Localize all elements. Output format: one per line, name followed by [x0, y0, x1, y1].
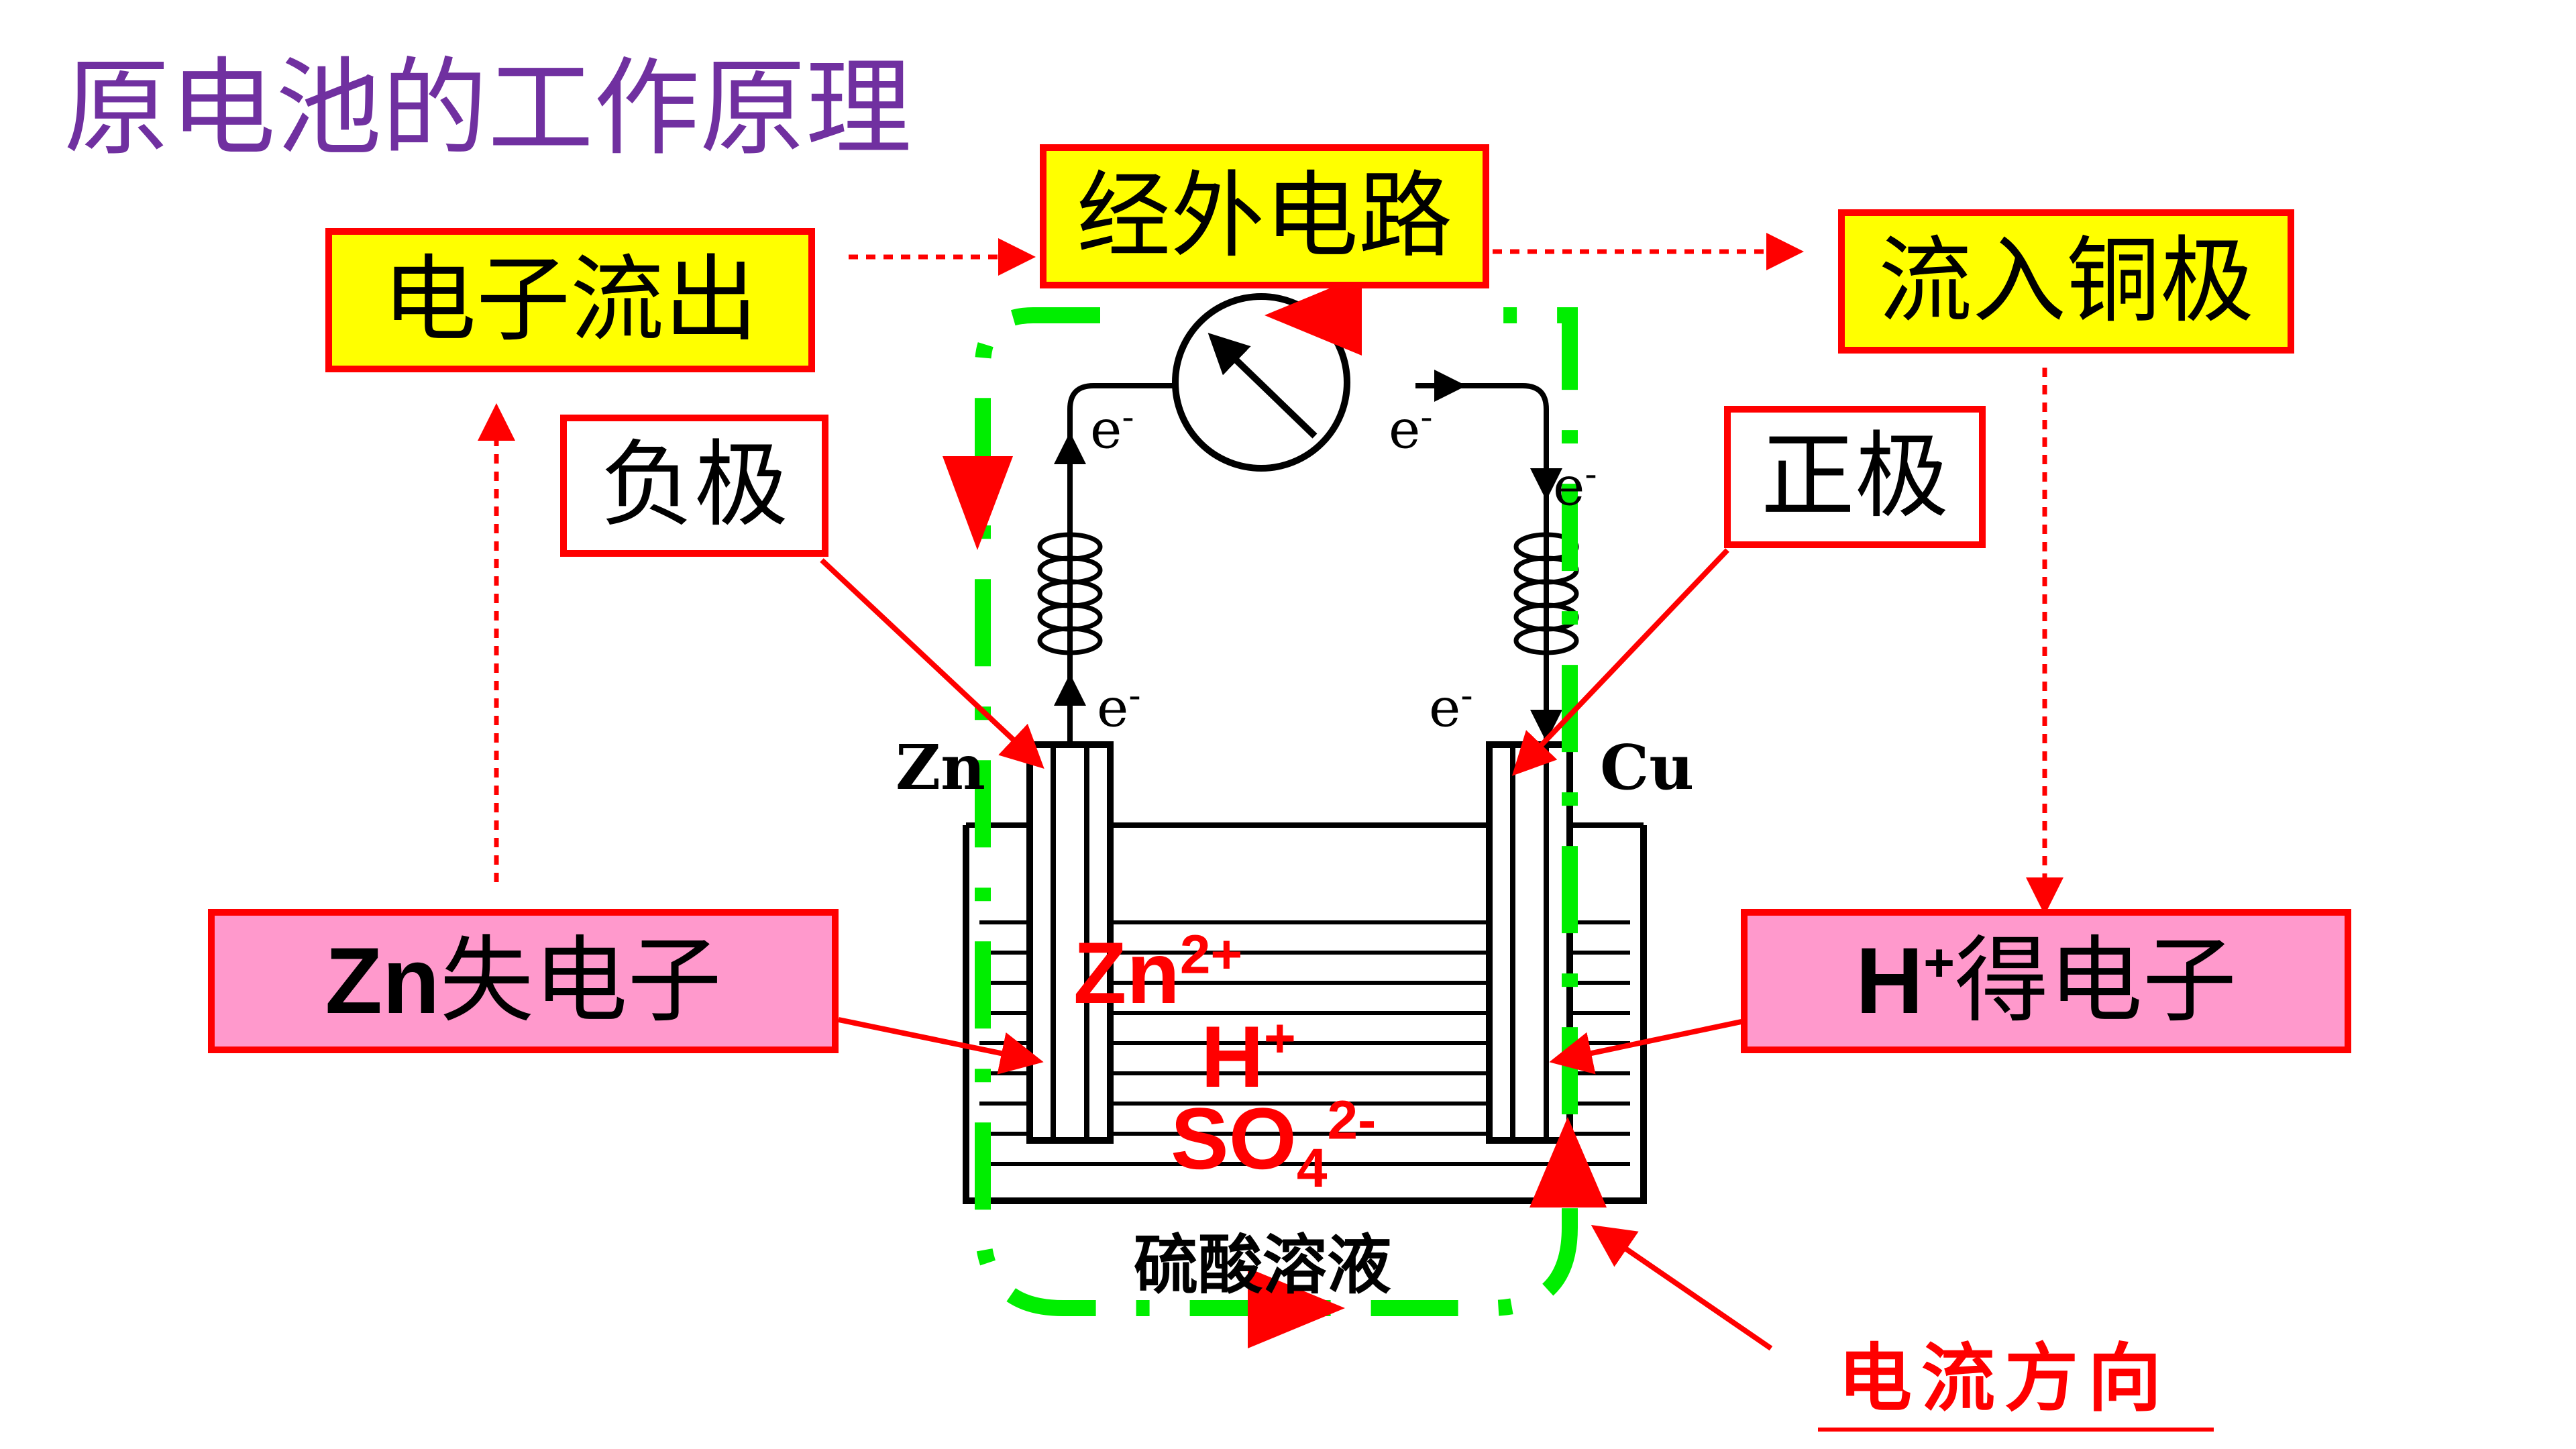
left-arrow-top [1265, 275, 1362, 356]
external-circuit-box: 经外电路 [1040, 144, 1489, 288]
current-direction-arrows [943, 275, 1607, 1348]
current-path [975, 307, 1578, 1316]
galvanometer [1172, 293, 1350, 472]
flow-into-copper-label: 流入铜极 [1878, 226, 2254, 336]
negative-electrode-label: 负极 [600, 431, 788, 540]
electron-label-top-left: e- [1090, 396, 1134, 461]
zn-ion: Zn2+ [1073, 924, 1243, 1022]
cu-electrode-label: Cu [1600, 731, 1695, 804]
left-coil [1037, 532, 1103, 655]
external-circuit-label: 经外电路 [1076, 161, 1452, 271]
dotted-connectors [478, 233, 2063, 915]
h-gains-label: H+得电子 [1856, 934, 2237, 1028]
zinc-electrode [1026, 741, 1114, 1144]
zn-loses-text: 失电子 [439, 926, 722, 1036]
h-gains-text: 得电子 [1954, 926, 2237, 1036]
zn-symbol: Zn [325, 928, 440, 1033]
electron-label-right-lower: e- [1429, 674, 1473, 739]
up-arrow-right [1529, 1117, 1607, 1208]
electron-label-top-right: e- [1389, 396, 1433, 461]
electrons-out-label: 电子流出 [382, 245, 758, 355]
pointer-lines [820, 548, 1773, 1351]
current-direction-underline [1818, 1428, 2214, 1432]
slide-title: 原电池的工作原理 [64, 47, 912, 170]
h-ion: H+ [1201, 1008, 1296, 1106]
zn-loses-electrons-box: Zn失电子 [208, 909, 839, 1053]
down-arrow-left [943, 456, 1013, 550]
electrons-out-box: 电子流出 [325, 228, 815, 372]
positive-electrode-label: 正极 [1760, 422, 1949, 531]
positive-electrode-box: 正极 [1724, 406, 1986, 548]
zn-loses-label: Zn失电子 [325, 934, 721, 1028]
copper-electrode [1486, 741, 1573, 1144]
electron-label-right-upper: e- [1553, 453, 1597, 518]
flow-into-copper-box: 流入铜极 [1838, 209, 2294, 354]
zn-electrode-label: Zn [896, 731, 986, 804]
h-gains-electrons-box: H+得电子 [1741, 909, 2351, 1053]
h-symbol: H [1856, 928, 1924, 1033]
external-wires [1054, 370, 1562, 745]
right-arrow-bottom [1248, 1268, 1345, 1348]
negative-electrode-box: 负极 [560, 415, 828, 557]
electron-label-left-lower: e- [1097, 674, 1141, 739]
sulfuric-acid-solution-label: 硫酸溶液 [1134, 1227, 1391, 1303]
sulfate-ion: SO42- [1171, 1089, 1377, 1199]
h-charge: + [1923, 932, 1955, 993]
current-direction-label: 电流方向 [1838, 1335, 2171, 1421]
